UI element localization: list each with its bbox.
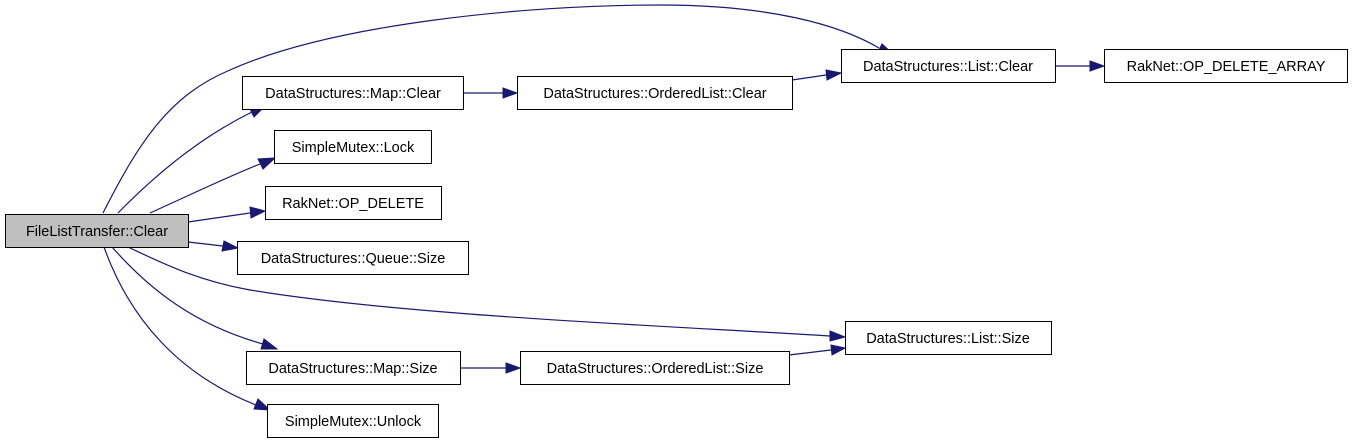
edge-map-size-to-orderedlist-size <box>460 362 522 374</box>
node-op-delete-array[interactable]: RakNet::OP_DELETE_ARRAY <box>1104 49 1348 83</box>
edge-root-to-list-size <box>127 246 847 342</box>
node-simplemutex-lock[interactable]: SimpleMutex::Lock <box>274 130 432 164</box>
edge-root-to-mutex-lock <box>149 157 277 214</box>
node-label: DataStructures::List::Size <box>866 331 1030 347</box>
node-simplemutex-unlock[interactable]: SimpleMutex::Unlock <box>267 404 439 438</box>
node-orderedlist-clear[interactable]: DataStructures::OrderedList::Clear <box>517 76 793 110</box>
edge-root-to-map-size <box>111 246 279 350</box>
edge-orderedlist-clear-to-list-clear <box>791 69 843 81</box>
edge-root-to-mutex-unlock <box>103 246 272 411</box>
node-label: DataStructures::Map::Size <box>268 361 437 377</box>
node-filelisttransfer-clear[interactable]: FileListTransfer::Clear <box>5 214 189 248</box>
node-label: DataStructures::OrderedList::Size <box>547 361 764 377</box>
node-list-size[interactable]: DataStructures::List::Size <box>845 321 1052 355</box>
node-orderedlist-size[interactable]: DataStructures::OrderedList::Size <box>520 351 790 385</box>
node-label: DataStructures::OrderedList::Clear <box>543 86 766 102</box>
node-list-clear[interactable]: DataStructures::List::Clear <box>841 49 1056 83</box>
edge-root-to-map-clear <box>117 105 267 214</box>
node-queue-size[interactable]: DataStructures::Queue::Size <box>237 241 469 275</box>
node-raknet-op-delete[interactable]: RakNet::OP_DELETE <box>265 186 442 220</box>
node-map-clear[interactable]: DataStructures::Map::Clear <box>242 76 464 110</box>
edge-list-clear-to-op-delete-array <box>1055 60 1106 72</box>
node-label: DataStructures::Queue::Size <box>261 251 446 267</box>
node-map-size[interactable]: DataStructures::Map::Size <box>246 351 461 385</box>
function-nodes: FileListTransfer::Clear DataStructures::… <box>5 49 1348 438</box>
edge-orderedlist-size-to-list-size <box>788 344 847 356</box>
node-label: DataStructures::List::Clear <box>863 59 1033 75</box>
node-label: SimpleMutex::Unlock <box>285 414 422 430</box>
edge-root-to-op-delete <box>187 206 267 223</box>
node-label: RakNet::OP_DELETE <box>282 196 424 212</box>
edge-root-to-queue-size <box>187 240 240 252</box>
node-label: DataStructures::Map::Clear <box>265 86 441 102</box>
edge-map-clear-to-orderedlist-clear <box>464 87 519 99</box>
node-label: SimpleMutex::Lock <box>292 140 415 156</box>
node-label: RakNet::OP_DELETE_ARRAY <box>1127 59 1326 75</box>
node-label: FileListTransfer::Clear <box>26 224 168 240</box>
